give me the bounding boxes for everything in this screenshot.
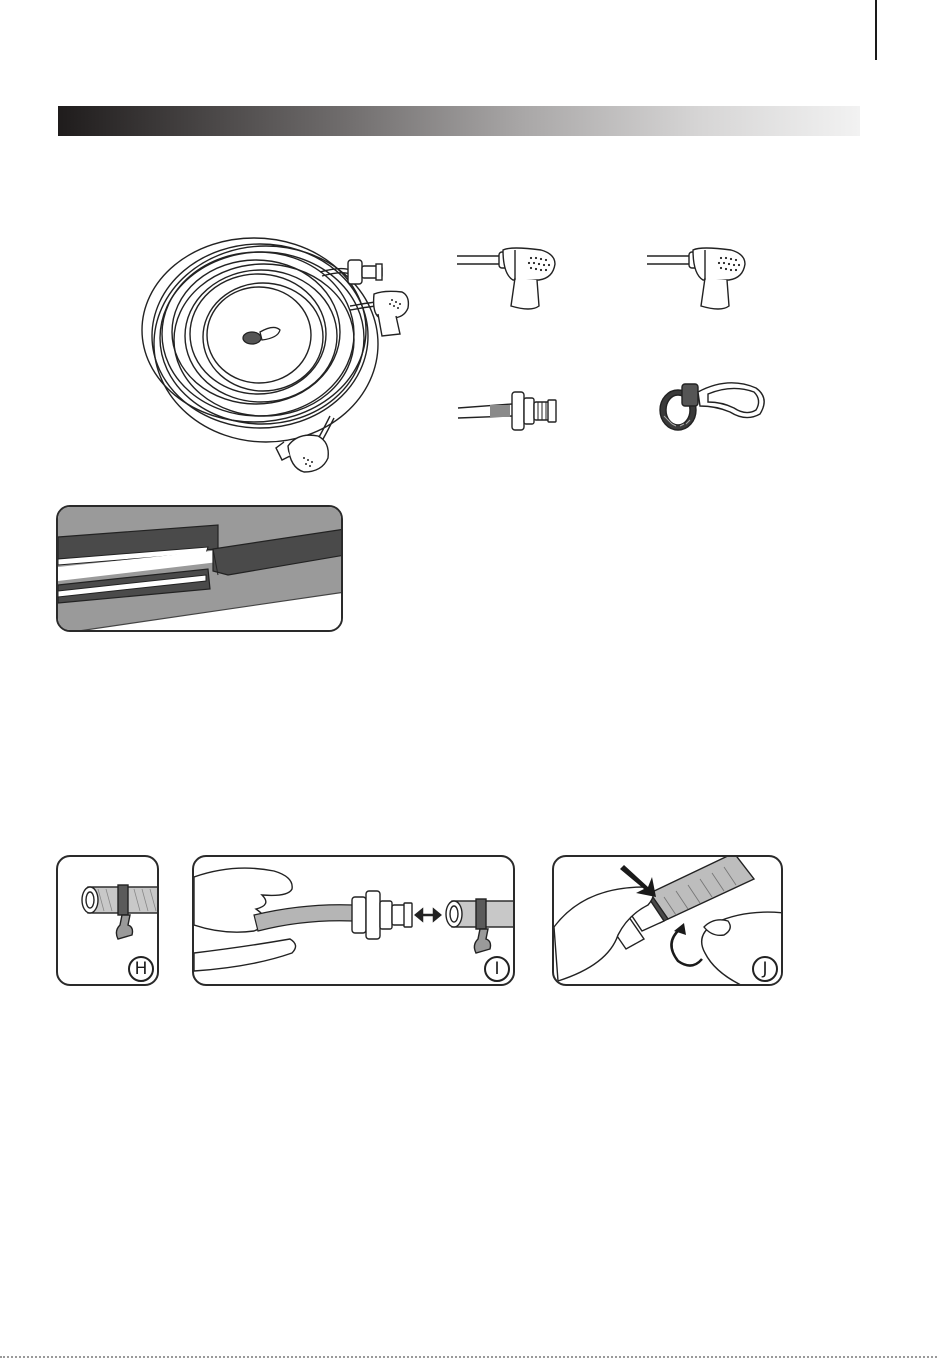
step-label-j: J [752, 956, 778, 982]
section-header-bar [58, 106, 860, 136]
spray-nozzle-icon [455, 246, 565, 314]
step-panel-h: H [56, 855, 159, 986]
tape-detail-panel [56, 505, 343, 632]
tape-strip-icon [58, 507, 343, 632]
page-edge-rule [875, 0, 877, 60]
connect-hose-icon [194, 857, 515, 986]
step-panel-j: J [552, 855, 783, 986]
step-panel-i: I [192, 855, 515, 986]
step-label-i: I [484, 956, 510, 982]
page-bottom-dotted-line [0, 1356, 937, 1358]
hose-clamp-icon [652, 376, 772, 436]
spray-nozzle-icon [645, 246, 755, 314]
tighten-clamp-icon [554, 857, 783, 986]
hose-connector-icon [456, 388, 562, 434]
step-label-h: H [128, 956, 154, 982]
coiled-hose-icon [140, 236, 420, 486]
